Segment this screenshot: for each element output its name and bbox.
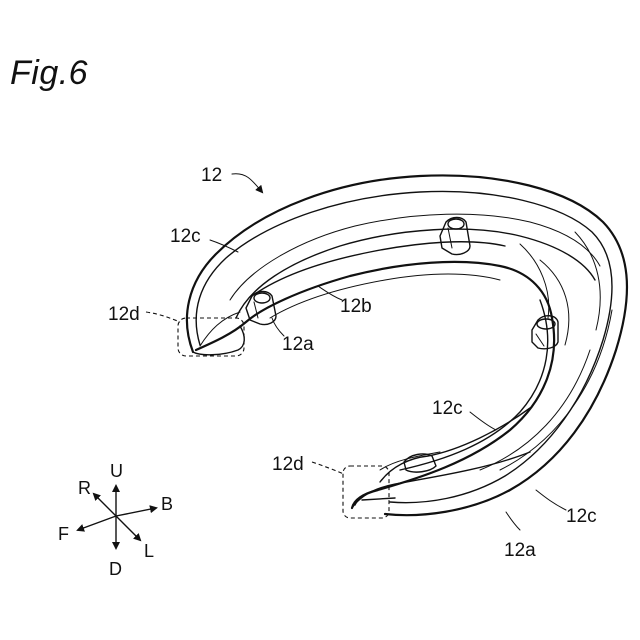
axis-back (116, 508, 156, 516)
clip-top (440, 218, 470, 255)
label-12c-left: 12c (170, 226, 201, 247)
label-12b: 12b (340, 296, 372, 317)
right-band-line-3 (520, 244, 549, 318)
leader-12 (232, 174, 262, 192)
inner-groove-line-2 (230, 214, 600, 300)
axis-right (94, 494, 116, 516)
outer-wall-line (500, 310, 612, 470)
dir-label-front: F (58, 524, 69, 544)
axis-front (78, 516, 116, 530)
label-12c-right: 12c (566, 506, 597, 527)
direction-indicator: U D F B R L (58, 461, 173, 579)
left-end-tip-inner (200, 312, 240, 346)
dir-label-back: B (161, 494, 173, 514)
dir-label-left: L (144, 541, 154, 561)
axis-left (116, 516, 140, 540)
outer-rim-line (187, 175, 627, 515)
dir-label-right: R (78, 478, 91, 498)
label-12d-right: 12d (272, 454, 304, 475)
leader-12d-right (312, 462, 344, 474)
leader-12c-right (536, 490, 566, 510)
inner-strip-lower (270, 274, 500, 318)
outer-rim-inner-line (196, 191, 612, 502)
horseshoe-member (187, 175, 627, 515)
dir-label-up: U (110, 461, 123, 481)
inner-edge-left (196, 262, 552, 350)
end-region-right-box (343, 466, 389, 518)
label-12: 12 (201, 165, 222, 186)
leader-12d-left (146, 312, 180, 322)
leader-12a-right (506, 512, 520, 530)
label-12a-right: 12a (504, 540, 536, 561)
label-12d-left: 12d (108, 304, 140, 325)
leader-12c-mid (470, 412, 496, 430)
right-end-top (380, 408, 530, 482)
dir-label-down: D (109, 559, 122, 579)
label-12c-mid: 12c (432, 398, 463, 419)
right-band-line-2 (575, 232, 600, 330)
label-12a-left: 12a (282, 334, 314, 355)
